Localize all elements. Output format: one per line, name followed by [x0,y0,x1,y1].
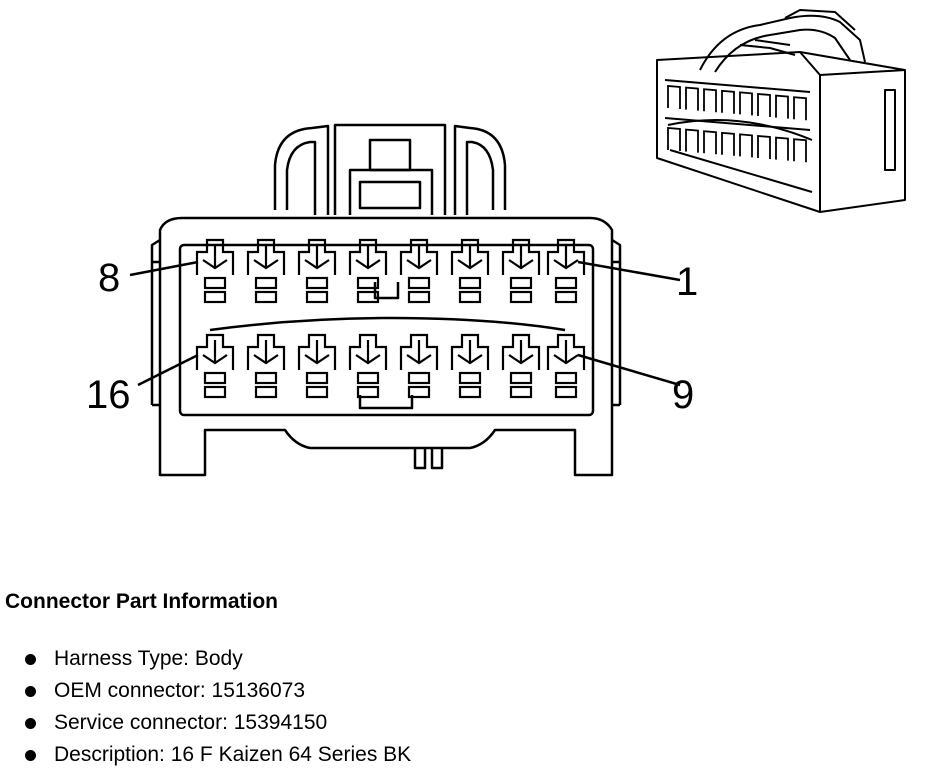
cavity-3d [721,131,735,156]
bullet-icon [25,750,36,761]
info-item-description: Description: 16 F Kaizen 64 Series BK [0,741,411,773]
cavity-3d [739,91,753,116]
leader-pin-1 [577,260,681,282]
cavity-3d [739,133,753,158]
info-item-text: OEM connector: 15136073 [54,679,305,702]
left-latch-arm [273,124,330,215]
terminal-cavity-12 [399,333,439,399]
connector-3d-view [656,9,906,213]
info-item-text: Description: 16 F Kaizen 64 Series BK [54,743,412,766]
cavity-3d [667,85,681,109]
terminal-cavity-1 [546,238,586,304]
cavity-3d [757,93,771,117]
terminal-cavity-6 [297,238,337,304]
cavity-3d [775,136,789,161]
cavity-3d [721,89,735,114]
info-item-text: Service connector: 15394150 [54,711,328,734]
leader-pin-16 [137,353,199,387]
leader-pin-9 [577,353,681,387]
info-item-harness: Harness Type: Body [0,645,411,677]
cavity-3d [685,86,699,111]
terminal-cavity-14 [297,333,337,399]
pin-label-8: 8 [98,256,121,300]
connector-info-list: Harness Type: Body OEM connector: 151360… [0,645,411,773]
terminal-cavity-4 [399,238,439,304]
info-item-service: Service connector: 15394150 [0,709,411,741]
connector-diagram [129,9,906,477]
terminal-cavity-9 [546,333,586,399]
cavity-3d [793,96,807,121]
terminal-cavity-3 [450,238,490,304]
terminal-cavity-13 [348,333,388,399]
bullet-icon [25,718,36,729]
terminal-cavity-15 [246,333,286,399]
cavity-3d [703,88,717,113]
terminal-cavity-5 [348,238,388,304]
lock-tab [333,123,447,215]
info-item-oem: OEM connector: 15136073 [0,677,411,709]
cavity-3d [793,138,807,163]
terminal-cavity-2 [501,238,541,304]
bullet-icon [25,686,36,697]
cavity-3d [667,127,681,151]
cavity-3d [703,130,717,155]
pin-label-1: 1 [676,260,699,304]
connector-housing [158,216,614,477]
leader-pin-8 [129,260,199,277]
bullet-icon [25,654,36,665]
cavity-3d [757,135,771,159]
pin-label-16: 16 [86,373,131,417]
terminal-cavity-10 [501,333,541,399]
info-item-text: Harness Type: Body [54,647,243,670]
connector-info-title: Connector Part Information [5,590,279,613]
terminal-cavity-7 [246,238,286,304]
right-latch-arm [453,124,507,215]
cavity-3d [685,128,699,153]
pin-label-9: 9 [672,373,695,417]
cavity-3d [775,94,789,119]
terminal-cavity-11 [450,333,490,399]
terminal-cavity-16 [195,333,235,399]
terminal-cavity-8 [195,238,235,304]
